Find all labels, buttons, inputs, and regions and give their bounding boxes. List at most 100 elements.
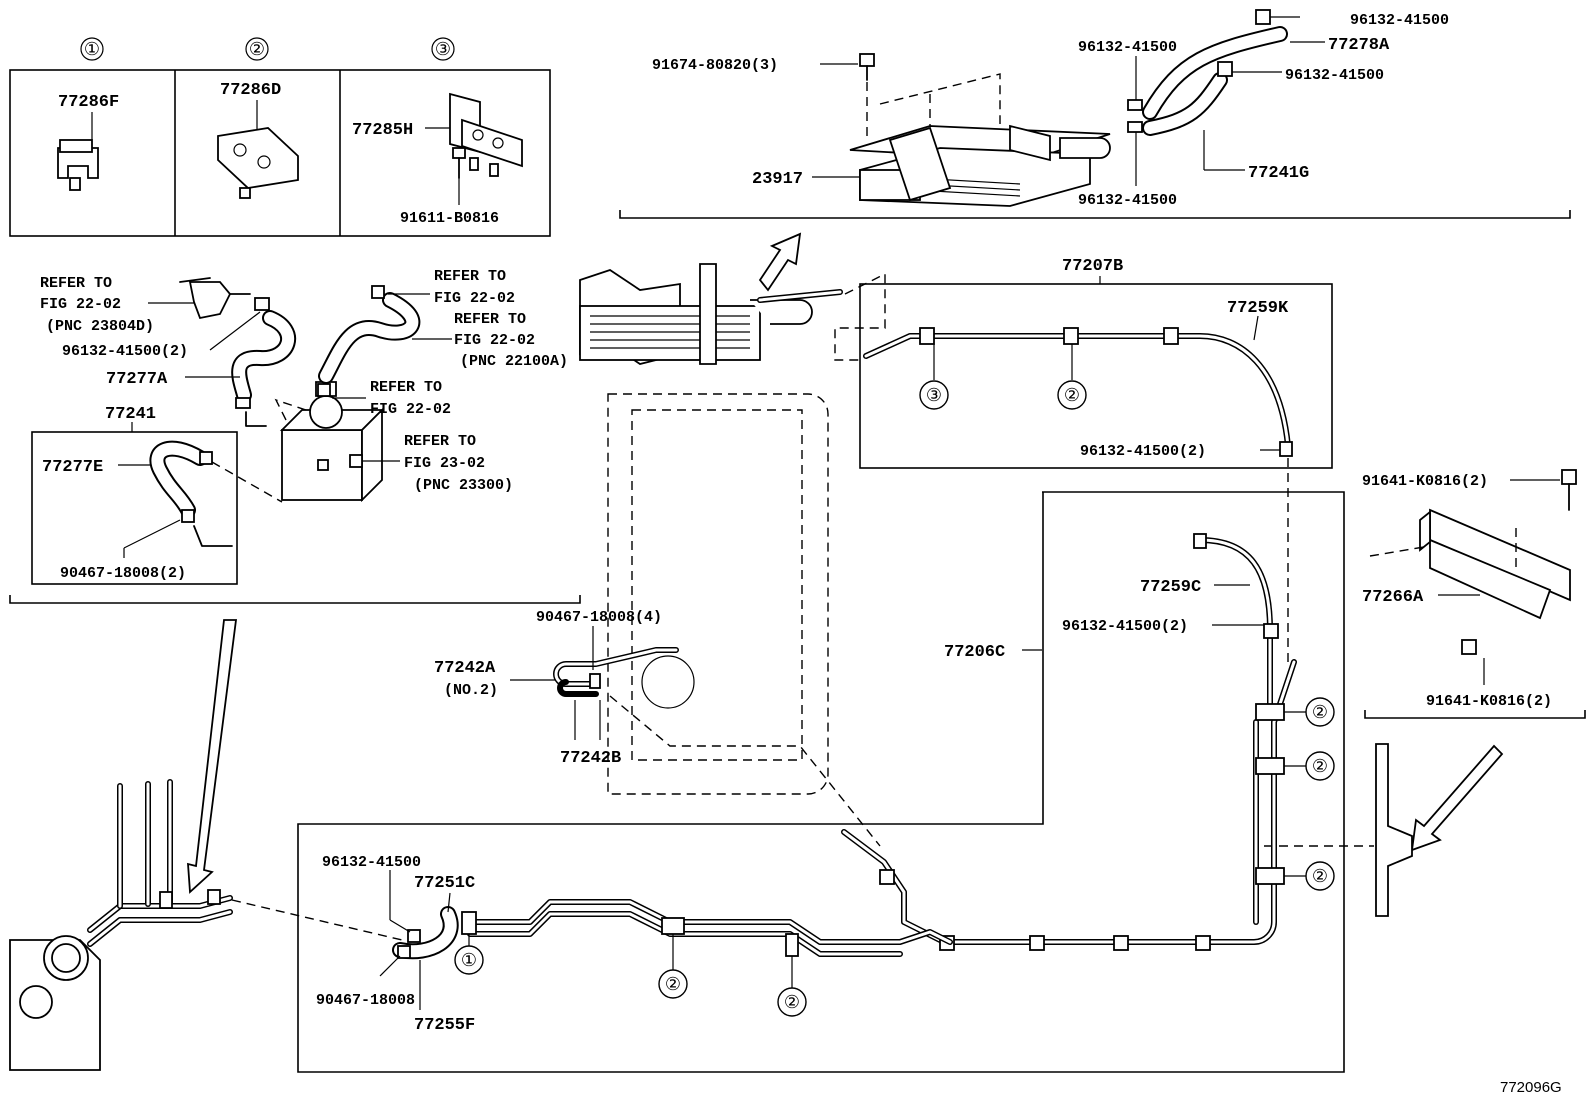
fuel-tube-77207B: [863, 327, 1293, 457]
fuel-hose-refer-22-02: [318, 292, 421, 384]
marker-2: ②: [249, 39, 265, 59]
label-91641-K0816-b: 91641-K0816(2): [1426, 693, 1552, 710]
arrow-icon: [1410, 744, 1504, 852]
marker-1: ①: [84, 39, 100, 59]
label-refer-to-1c: (PNC 23804D): [46, 318, 154, 335]
diagram-id: 772096G: [1500, 1079, 1562, 1096]
label-96132-41500-a: 96132-41500: [1078, 39, 1177, 56]
bracket-77266A-group: 91641-K0816(2) 77266A 91641-K0816(2): [1264, 469, 1586, 917]
marker-1-tube: ①: [461, 950, 477, 970]
hose-clip-icon: [181, 509, 195, 523]
fuel-pipe-stub-icon: [188, 281, 232, 320]
fuel-tube-77206C-group: 77206C 77259C 96132-41500(2) ②: [297, 491, 1345, 1073]
hose-clip-icon: [1217, 61, 1233, 77]
label-77251C: 77251C: [414, 874, 475, 893]
fuel-tube-77207B-group: 77207B ③ ② 77259K 96132-41500(2): [834, 257, 1333, 668]
label-90467-18008-b: 90467-18008(4): [536, 609, 662, 626]
fuel-tank-sender-icon: [9, 779, 233, 1071]
arrow-icon: [187, 619, 238, 894]
label-91641-K0816-a: 91641-K0816(2): [1362, 473, 1488, 490]
oil-hose-77241G: [1142, 72, 1228, 136]
hose-clip-icon: [1127, 121, 1143, 133]
hose-clip-icon: [254, 297, 270, 311]
label-77286D: 77286D: [220, 81, 281, 100]
bolt-icon: [1461, 639, 1477, 655]
bolt-icon: [452, 147, 466, 179]
hose-clip-icon: [317, 383, 331, 397]
label-no2: (NO.2): [444, 682, 498, 699]
label-77259K: 77259K: [1227, 299, 1289, 318]
hose-clip-icon: [397, 945, 411, 959]
label-77277E: 77277E: [42, 458, 103, 477]
marker-2-tube-f: ②: [784, 992, 800, 1012]
hose-clip-icon: [235, 397, 251, 409]
label-refer-to-5b: FIG 23-02: [404, 455, 485, 472]
hose-clip-icon: [1255, 9, 1271, 25]
label-77277A: 77277A: [106, 370, 168, 389]
hose-clip-icon: [199, 451, 213, 465]
label-77285H: 77285H: [352, 121, 413, 140]
label-77255F: 77255F: [414, 1016, 475, 1035]
bolt-icon: [859, 53, 875, 81]
label-77242B: 77242B: [560, 749, 621, 768]
label-91611-B0816: 91611-B0816: [400, 210, 499, 227]
marker-2-tube-c: ②: [1312, 756, 1328, 776]
label-77207B: 77207B: [1062, 257, 1123, 276]
oil-hose-77278A: [1142, 26, 1288, 120]
label-23917: 23917: [752, 170, 803, 189]
marker-3: ③: [435, 39, 451, 59]
marker-2-tube-a: ②: [1064, 385, 1080, 405]
label-96132-41500-e: 96132-41500(2): [1080, 443, 1206, 460]
label-refer-to-1b: FIG 22-02: [40, 296, 121, 313]
label-96132-41500-g: 96132-41500(2): [1062, 618, 1188, 635]
marker-2-tube-b: ②: [1312, 702, 1328, 722]
clamp-reference-table: ① ② ③ 77286F 77286D 77285H: [9, 37, 551, 237]
bolt-icon: [1561, 469, 1577, 511]
hose-clip-icon: [1127, 99, 1143, 111]
label-refer-to-3b: FIG 22-02: [454, 332, 535, 349]
cooler-assembly-group: 91674-80820(3) 23917 96132-41500 96132-4…: [619, 9, 1571, 292]
label-77259C: 77259C: [1140, 578, 1201, 597]
label-77286F: 77286F: [58, 93, 119, 112]
label-77241G: 77241G: [1248, 164, 1309, 183]
fuel-tube-77251C: [461, 899, 953, 957]
fuel-tube-77259C: [1193, 533, 1279, 713]
label-77266A: 77266A: [1362, 588, 1424, 607]
fuel-filter-icon: [279, 381, 385, 503]
label-96132-41500-c: 96132-41500: [1285, 67, 1384, 84]
arrow-icon: [758, 232, 802, 292]
label-refer-to-4b: FIG 22-02: [370, 401, 451, 418]
label-77206C: 77206C: [944, 643, 1005, 662]
label-refer-to-1a: REFER TO: [40, 275, 112, 292]
label-refer-to-4a: REFER TO: [370, 379, 442, 396]
marker-2-tube-d: ②: [1312, 866, 1328, 886]
clamp-single-icon: [57, 139, 99, 191]
label-77241: 77241: [105, 405, 156, 424]
label-77242A: 77242A: [434, 659, 496, 678]
clamp-bracket-icon: [449, 92, 523, 177]
label-77278A: 77278A: [1328, 36, 1390, 55]
hose-clip-icon: [371, 285, 385, 299]
label-refer-to-2b: FIG 22-02: [434, 290, 515, 307]
label-96132-41500-d: 96132-41500: [1078, 192, 1177, 209]
label-96132-41500-h: 96132-41500: [322, 854, 421, 871]
label-refer-to-2a: REFER TO: [434, 268, 506, 285]
label-90467-18008-c: 90467-18008: [316, 992, 415, 1009]
label-96132-41500-f: 96132-41500(2): [62, 343, 188, 360]
center-cooler-icon: [579, 263, 843, 365]
oil-cooler-icon: [849, 124, 1111, 207]
vehicle-outline: [607, 393, 829, 795]
label-refer-to-3c: (PNC 22100A): [460, 353, 568, 370]
clamp-double-icon: [217, 127, 299, 199]
fuel-hose-77277A: [231, 310, 297, 403]
fuel-tube-77206C: [841, 659, 1297, 951]
label-90467-18008-a: 90467-18008(2): [60, 565, 186, 582]
fuel-hose-77277E: [149, 440, 208, 518]
bracket-77266A-icon: [1419, 508, 1571, 620]
label-refer-to-3a: REFER TO: [454, 311, 526, 328]
filter-hose-group: REFER TO FIG 22-02 (PNC 23804D) 96132-41…: [9, 268, 581, 604]
side-bracket-icon: [1375, 743, 1413, 917]
fuel-tube-77251C-group: ② ② ① 96132-41500 77251C 90467-18008 772…: [316, 854, 953, 1035]
